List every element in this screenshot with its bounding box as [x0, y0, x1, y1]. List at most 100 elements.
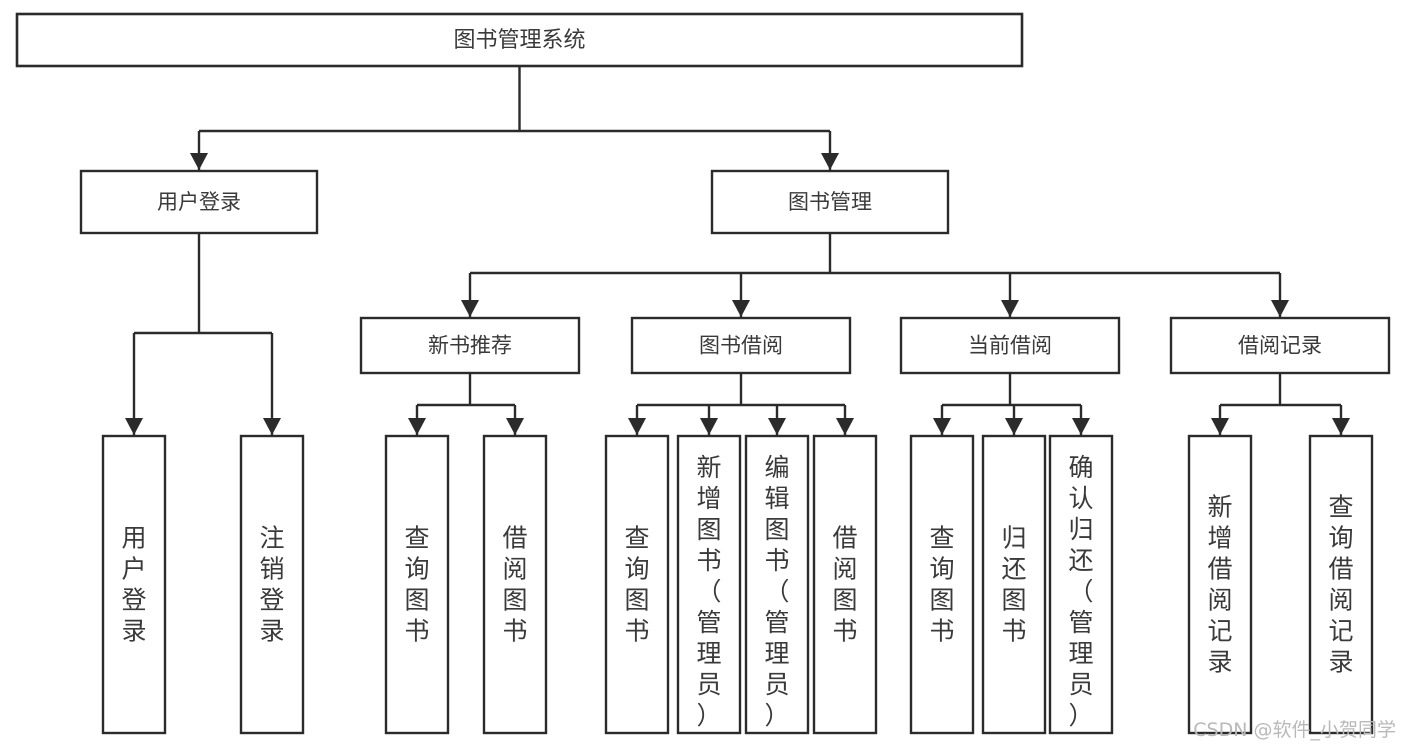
node-leaf-4-label-char: 书 [624, 617, 649, 646]
node-leaf-5-label-char: （ [696, 577, 721, 606]
node-leaf-6-box [744, 434, 810, 735]
arrow-to-level3 [1001, 300, 1019, 317]
node-leaf-10-label-char: （ [1068, 577, 1093, 606]
node-leaf-1-label-char: 注 [259, 524, 284, 553]
node-leaf-2-label-char: 图 [404, 586, 429, 615]
node-level3-2-box [899, 316, 1121, 375]
node-leaf-0-label-char: 户 [121, 555, 146, 584]
arrow-to-level3 [1271, 300, 1289, 317]
node-leaf-4-label-char: 询 [624, 555, 649, 584]
node-leaf-10-label-char: 员 [1068, 670, 1093, 699]
node-leaf-3-label-char: 借 [502, 524, 527, 553]
node-level3-1-label: 图书借阅 [699, 334, 783, 358]
node-leaf-8-box [909, 434, 975, 735]
node-level3-0[interactable]: 新书推荐 [359, 316, 581, 375]
arrow-to-level3 [732, 300, 750, 317]
node-level3-3[interactable]: 借阅记录 [1169, 316, 1391, 375]
node-leaf-12-label-char: 询 [1328, 524, 1353, 553]
node-leaf-10-label-char: 理 [1068, 639, 1093, 668]
node-leaf-6-label-char: 员 [764, 670, 789, 699]
node-leaf-3-label-char: 图 [502, 586, 527, 615]
node-leaf-0-box [101, 434, 167, 735]
node-leaf-10-label-char: 归 [1068, 515, 1093, 544]
node-root-book-management-system-box [15, 12, 1024, 68]
node-leaf-7-label-char: 图 [832, 586, 857, 615]
node-leaf-7-box [812, 434, 878, 735]
node-leaf-10-label-char: 还 [1068, 546, 1093, 575]
arrow-to-leaf [768, 418, 786, 435]
node-leaf-3-label-char: 书 [502, 617, 527, 646]
node-leaf-10-label-char: 管 [1068, 608, 1093, 637]
node-root-book-management-system-label: 图书管理系统 [453, 28, 585, 53]
node-leaf-10-label-char: ） [1068, 701, 1093, 730]
node-level2-1-label: 图书管理 [788, 190, 872, 214]
node-level2-0[interactable]: 用户登录 [79, 169, 319, 235]
arrow-to-book-manage [821, 153, 839, 170]
node-leaf-11-box [1187, 434, 1253, 735]
node-leaf-12-label-char: 借 [1328, 555, 1353, 584]
node-leaf-5-label-char: 增 [696, 484, 721, 513]
node-level3-0-box [359, 316, 581, 375]
arrow-to-level3 [461, 300, 479, 317]
node-leaf-6-label-char: （ [764, 577, 789, 606]
node-leaf-11-label-char: 阅 [1207, 586, 1232, 615]
node-leaf-0-label-char: 登 [121, 586, 146, 615]
node-leaf-12-label-char: 录 [1328, 648, 1353, 677]
node-level2-1[interactable]: 图书管理 [710, 169, 950, 235]
node-leaf-5-label-char: 员 [696, 670, 721, 699]
node-level2-0-label: 用户登录 [157, 190, 241, 214]
node-leaf-10-label-char: 认 [1068, 484, 1093, 513]
node-leaf-5-label-char: 管 [696, 608, 721, 637]
node-leaf-7-label-char: 借 [832, 524, 857, 553]
node-leaf-2-label-char: 书 [404, 617, 429, 646]
node-leaf-0[interactable]: 用户登录 [101, 434, 167, 735]
arrow-to-leaf [836, 418, 854, 435]
node-leaf-3-box [482, 434, 548, 735]
node-leaf-5-label-char: 新 [696, 453, 721, 482]
connector-layer [125, 66, 1350, 435]
node-leaf-4-box [604, 434, 670, 735]
arrow-to-leaf [1005, 418, 1023, 435]
node-leaf-9-label-char: 书 [1001, 617, 1026, 646]
arrow-to-leaf [933, 418, 951, 435]
arrow-to-leaf [125, 418, 143, 435]
node-level3-0-label: 新书推荐 [428, 334, 512, 358]
node-leaf-9-label-char: 还 [1001, 555, 1026, 584]
node-leaf-2-label-char: 询 [404, 555, 429, 584]
arrow-to-user-login [190, 153, 208, 170]
node-leaf-1-label-char: 登 [259, 586, 284, 615]
node-leaf-4-label-char: 图 [624, 586, 649, 615]
node-level2-0-box [79, 169, 319, 235]
node-level3-1-box [630, 316, 852, 375]
node-leaf-8-label-char: 查 [929, 524, 954, 553]
node-leaf-7-label-char: 阅 [832, 555, 857, 584]
arrow-to-leaf [408, 418, 426, 435]
node-level3-2[interactable]: 当前借阅 [899, 316, 1121, 375]
node-leaf-7-label-char: 书 [832, 617, 857, 646]
node-leaf-11-label-char: 新 [1207, 493, 1232, 522]
arrow-to-leaf [1211, 418, 1229, 435]
node-leaf-0-label-char: 用 [121, 524, 146, 553]
node-leaf-6-label-char: 管 [764, 608, 789, 637]
node-root-book-management-system[interactable]: 图书管理系统 [15, 12, 1024, 68]
node-level3-1[interactable]: 图书借阅 [630, 316, 852, 375]
node-leaf-2-box [384, 434, 450, 735]
node-leaf-2-label-char: 查 [404, 524, 429, 553]
node-leaf-1-label-char: 销 [259, 555, 284, 584]
arrow-to-leaf [263, 418, 281, 435]
node-leaf-12-box [1308, 434, 1374, 735]
node-leaf-5-box [676, 434, 742, 735]
